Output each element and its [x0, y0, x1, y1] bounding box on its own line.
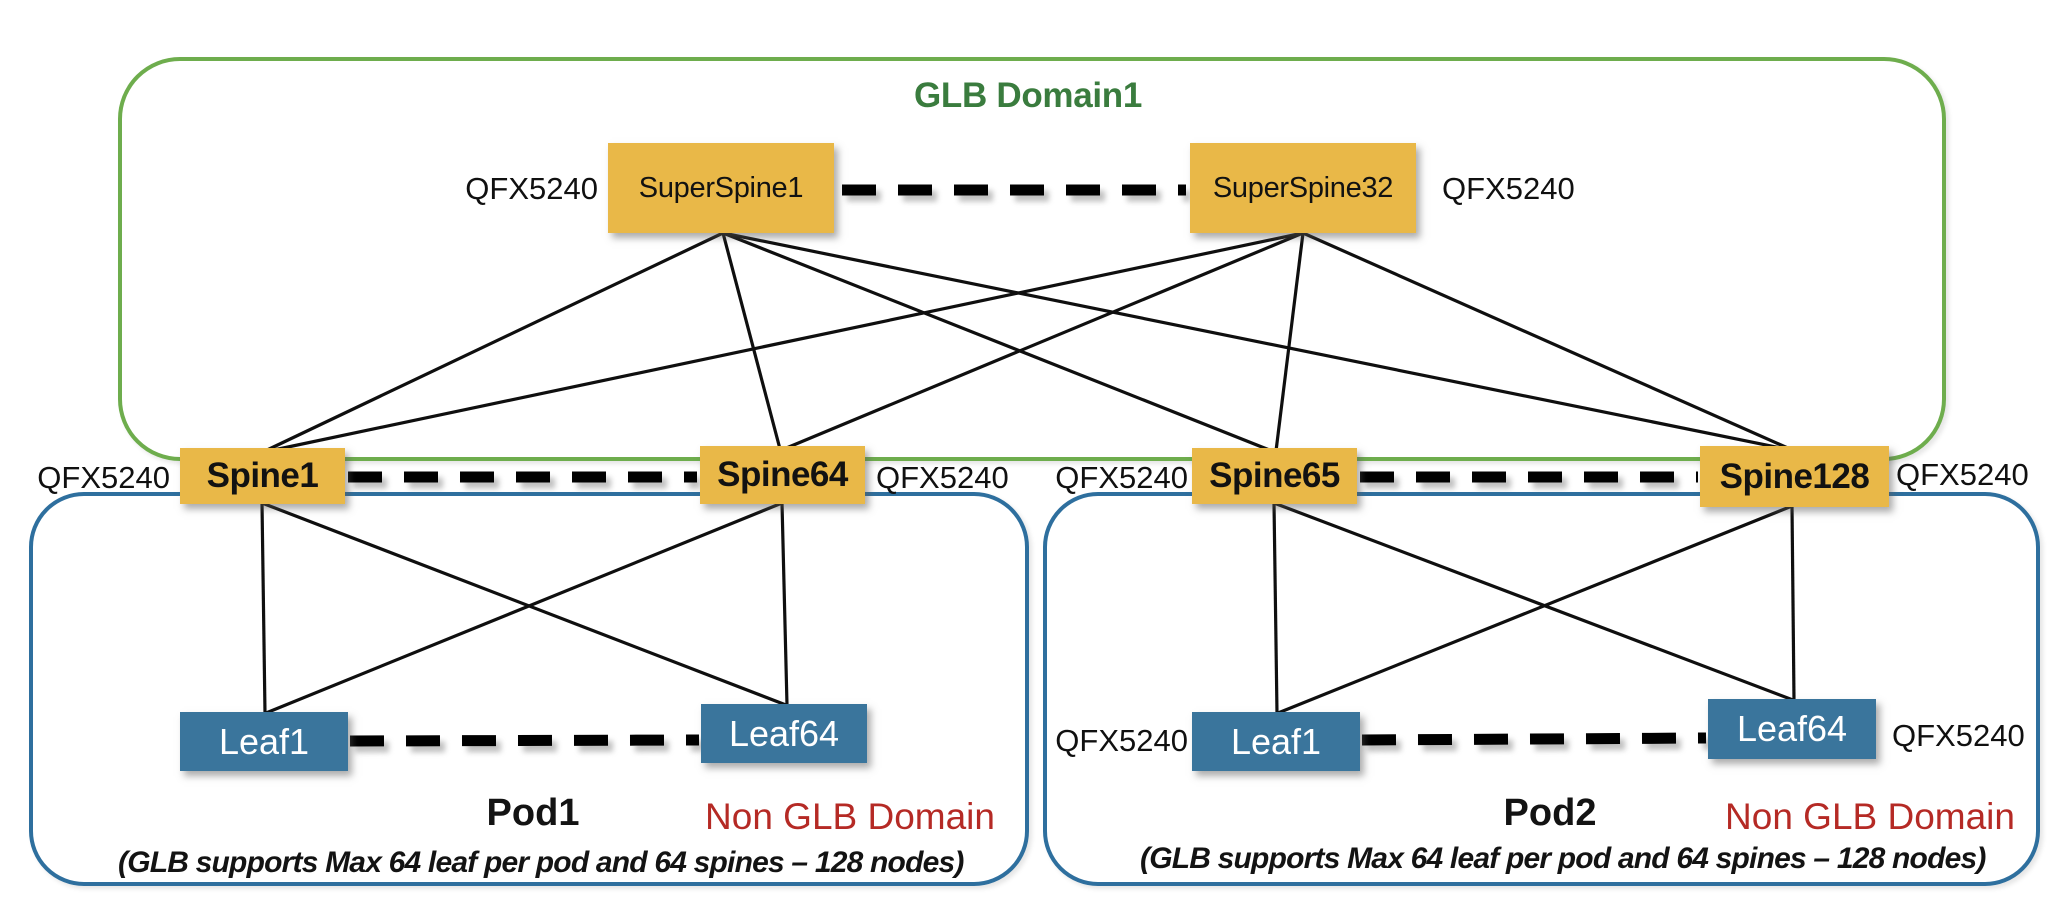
node-spine1: Spine1	[180, 448, 345, 504]
node-leaf1-pod1-label: Leaf1	[218, 720, 310, 762]
node-spine65: Spine65	[1192, 448, 1357, 504]
link-superspine32-spine65	[1274, 232, 1305, 452]
dashed-peer-links	[348, 184, 1707, 747]
node-superspine1-label: SuperSpine1	[638, 171, 804, 204]
pod1-boundary	[29, 492, 1029, 886]
qfx5240-label-superspine1: QFX5240	[465, 171, 598, 206]
link-leaf1-leaf64-pod2	[1361, 732, 1707, 746]
glb-domain1-title: GLB Domain1	[913, 76, 1143, 115]
link-superspine1-spine128	[722, 231, 1787, 451]
pod2-non-glb-domain-label: Non GLB Domain	[1725, 796, 2015, 837]
node-leaf1-pod1: Leaf1	[180, 712, 348, 771]
node-spine64-label: Spine64	[717, 455, 848, 494]
qfx5240-label-superspine32: QFX5240	[1442, 171, 1575, 206]
pod2-boundary	[1043, 492, 2040, 886]
qfx5240-label-spine65: QFX5240	[1055, 460, 1188, 495]
link-leaf1-leaf64-pod1	[349, 734, 700, 747]
pod2-capacity-caption: (GLB supports Max 64 leaf per pod and 64…	[1140, 842, 1986, 875]
pod1-spine-leaf-links	[260, 501, 789, 715]
node-spine1-label: Spine1	[206, 456, 319, 495]
link-superspine32-spine1	[268, 231, 1304, 453]
link-spine128-leaf1-pod2	[1277, 504, 1793, 715]
node-leaf1-pod2: Leaf1	[1192, 712, 1360, 771]
node-superspine32: SuperSpine32	[1190, 143, 1416, 233]
link-superspine1-spine65	[722, 231, 1273, 453]
qfx5240-label-spine1: QFX5240	[37, 460, 170, 495]
node-leaf1-pod2-label: Leaf1	[1230, 720, 1322, 762]
qfx5240-label-spine64: QFX5240	[876, 460, 1009, 495]
node-spine128-label: Spine128	[1719, 456, 1870, 496]
node-leaf64-pod2-label: Leaf64	[1736, 708, 1848, 749]
node-superspine32-label: SuperSpine32	[1212, 171, 1394, 204]
dashed-link-shadows	[353, 190, 1711, 753]
node-leaf64-pod2: Leaf64	[1708, 699, 1876, 759]
qfx5240-label-leaf64-pod2: QFX5240	[1892, 718, 2025, 753]
pod1-capacity-caption: (GLB supports Max 64 leaf per pod and 64…	[118, 846, 964, 879]
link-spine1-leaf1-pod1	[260, 502, 267, 714]
glb-domain1-boundary	[118, 57, 1946, 461]
pod1-non-glb-domain-label: Non GLB Domain	[705, 796, 995, 837]
link-spine128-leaf64-pod2	[1790, 505, 1796, 701]
link-superspine1-spine1	[264, 231, 724, 453]
link-spine64-leaf1-pod1	[265, 501, 783, 715]
qfx5240-label-leaf1-pod2: QFX5240	[1055, 723, 1188, 758]
link-spine64-leaf64-pod1	[780, 502, 789, 706]
link-superspine1-spine64	[721, 232, 782, 450]
node-leaf64-pod1: Leaf64	[701, 704, 867, 763]
qfx5240-label-spine128: QFX5240	[1896, 457, 2029, 492]
pod1-title: Pod1	[486, 792, 580, 834]
pod2-title: Pod2	[1503, 792, 1597, 834]
node-spine128: Spine128	[1700, 446, 1889, 507]
node-spine65-label: Spine65	[1209, 456, 1340, 495]
pod2-spine-leaf-links	[1272, 501, 1796, 715]
link-spine65-leaf1-pod2	[1272, 502, 1279, 714]
link-superspine32-spine128	[1302, 231, 1791, 451]
superspine-spine-links	[264, 231, 1791, 453]
link-superspine32-spine64	[783, 231, 1304, 451]
node-spine64: Spine64	[700, 446, 865, 504]
link-spine1-leaf64-pod1	[261, 501, 787, 707]
node-leaf64-pod1-label: Leaf64	[728, 712, 840, 754]
link-spine65-leaf64-pod2	[1273, 501, 1794, 702]
node-superspine1: SuperSpine1	[608, 143, 834, 233]
